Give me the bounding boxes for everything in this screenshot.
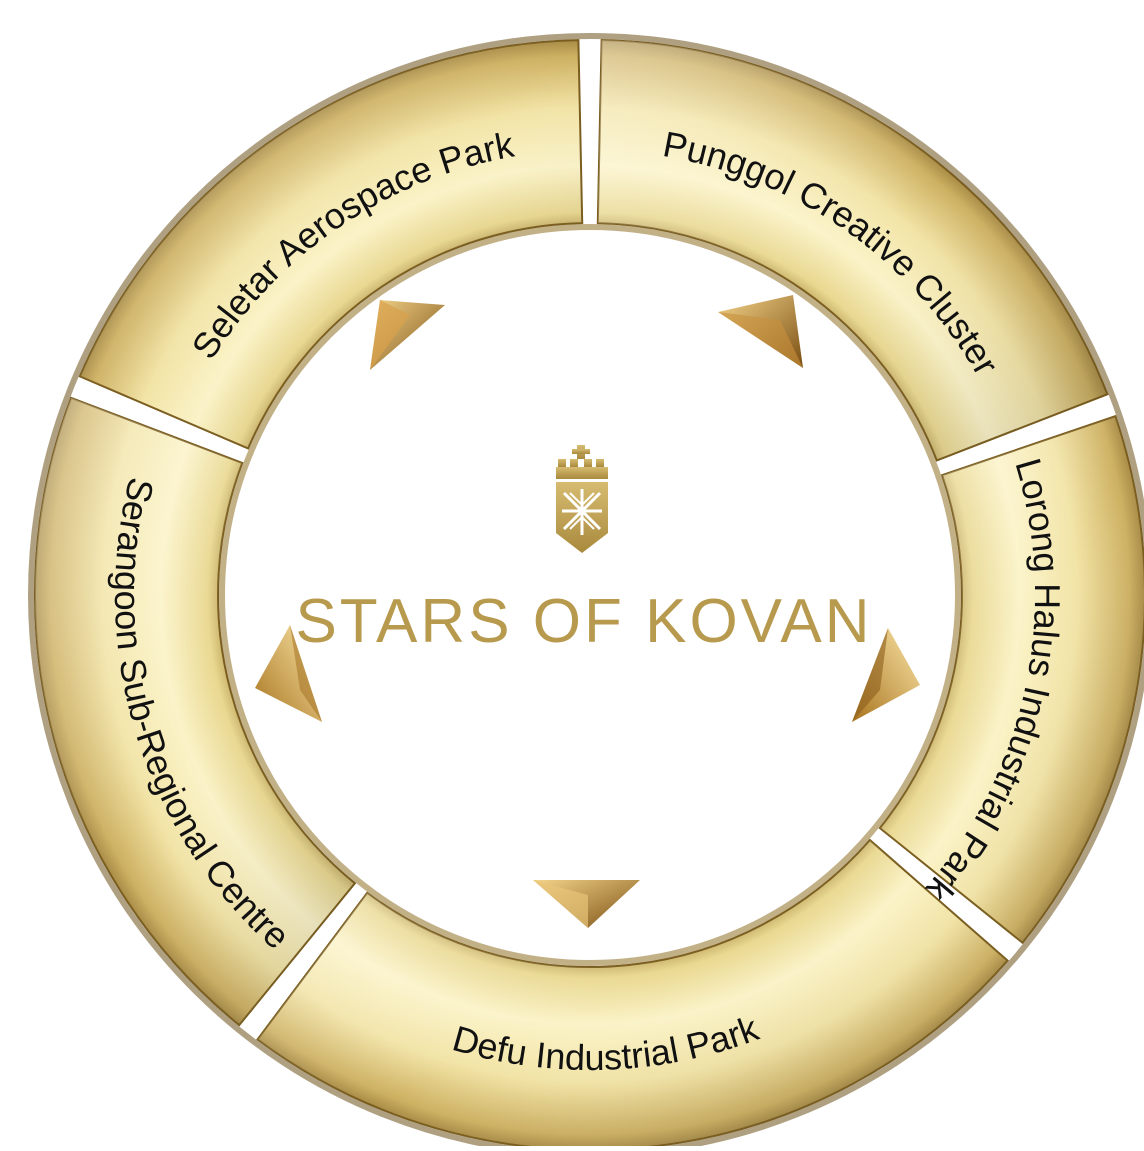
brand-name: STARS OF KOVAN [295, 587, 872, 656]
ring-segment-sheen [597, 40, 1108, 461]
ring-segment-sheen [79, 40, 583, 449]
ring-segment-sheen [879, 416, 1144, 943]
crown-shield-icon [556, 445, 608, 553]
ring-rim [28, 33, 1144, 1151]
ring-segment-sheen [34, 397, 355, 1026]
ring-segment-sheen [257, 840, 1008, 1150]
ring-rim [219, 224, 961, 966]
pointer-bottom-icon [533, 880, 640, 928]
pointer-left-icon [255, 625, 322, 722]
pointer-upper-right-icon [718, 295, 803, 368]
pointer-upper-left-icon [370, 300, 445, 370]
pointer-right-icon [852, 628, 920, 722]
